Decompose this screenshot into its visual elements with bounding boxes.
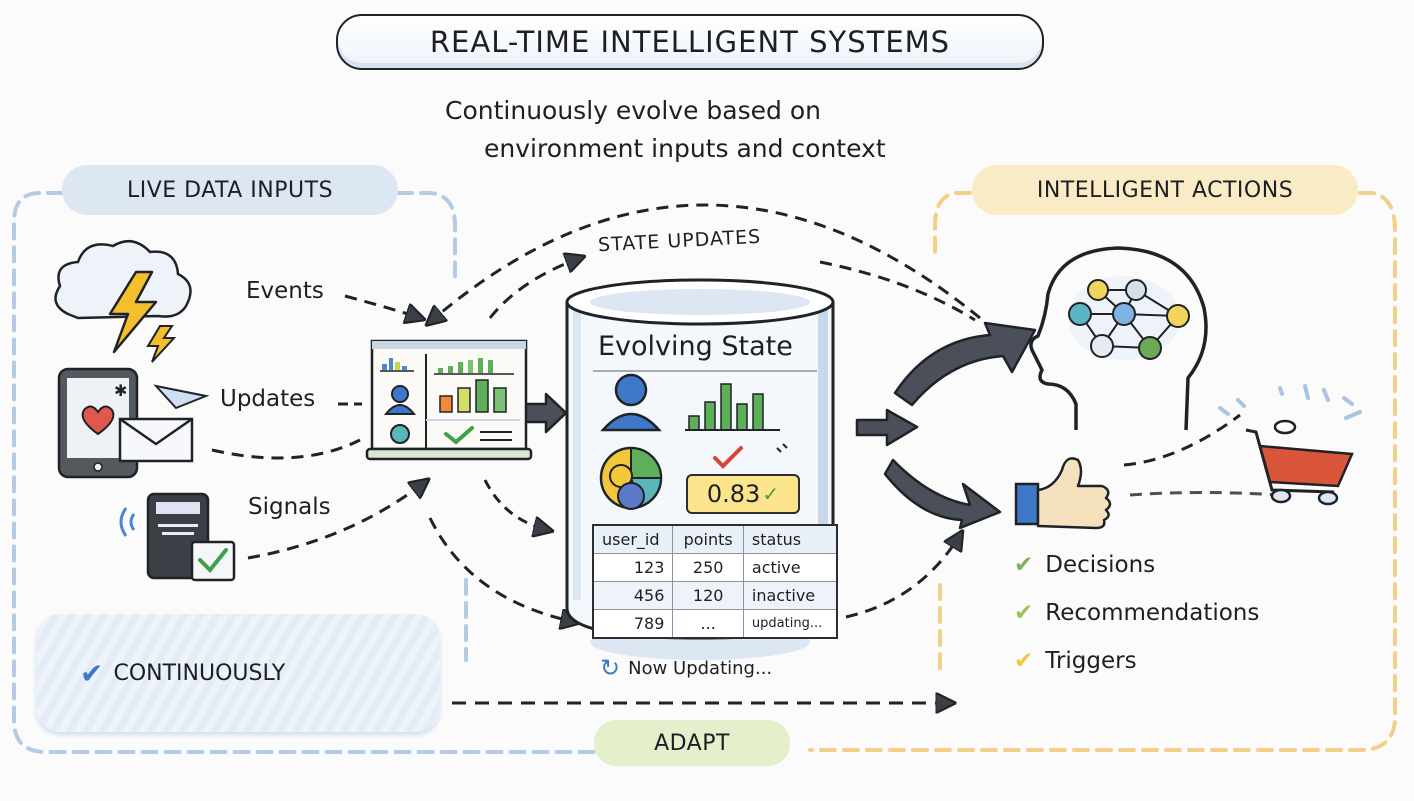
state-updates-right-arc (819, 260, 976, 322)
adapt-label: ADAPT (594, 720, 790, 766)
inputs-frame-right (396, 191, 457, 282)
state-table: user_id points status 123 250 active 456… (592, 524, 838, 639)
events-label: Events (246, 278, 324, 304)
live-data-inputs-label: LIVE DATA INPUTS (62, 165, 398, 215)
now-updating-label: Now Updating... (628, 657, 773, 679)
action-item-recommendations: ✔ Recommendations (1014, 589, 1259, 637)
storm-cloud-lightning-icon (54, 239, 192, 363)
action-label: Decisions (1045, 552, 1156, 578)
updates-label: Updates (220, 386, 316, 412)
actions-frame-right (808, 191, 1397, 752)
check-icon: ✓ (762, 482, 780, 506)
subtitle-line-1: Continuously evolve based on (445, 96, 821, 125)
column-header: points (672, 524, 744, 554)
cell-status: inactive (742, 581, 838, 610)
now-updating-status: ↻ Now Updating... (600, 654, 772, 682)
state-updates-inner-arc (488, 258, 580, 319)
table-row: 456 120 inactive (592, 581, 838, 610)
tablet-mail-icon: ✱ (57, 367, 210, 479)
cell-user-id: 456 (592, 581, 674, 610)
cell-points: 120 (672, 581, 744, 610)
check-icon: ✔ (1014, 552, 1034, 578)
actions-list: ✔ Decisions ✔ Recommendations ✔ Triggers (1014, 541, 1259, 685)
brain-network-head-icon (1029, 246, 1208, 431)
action-item-decisions: ✔ Decisions (1014, 541, 1259, 589)
action-item-triggers: ✔ Triggers (1014, 637, 1259, 685)
column-header: status (742, 524, 838, 554)
action-label: Recommendations (1045, 600, 1260, 626)
action-label: Triggers (1045, 648, 1137, 674)
table-row: 123 250 active (592, 553, 838, 582)
device-signal-icon (119, 492, 236, 582)
dashboard-monitor-icon (365, 339, 533, 461)
subtitle-line-2: environment inputs and context (484, 134, 886, 163)
column-header: user_id (592, 524, 674, 554)
table-header-row: user_id points status (592, 524, 838, 554)
state-updates-outer-arc (430, 203, 981, 322)
dashboard-to-table-arrow (483, 479, 548, 530)
refresh-icon: ↻ (600, 654, 621, 682)
dashboard-to-row-arrow (428, 517, 575, 622)
check-icon: ✔ (80, 656, 104, 690)
events-arrow (344, 294, 420, 318)
continuously-label: CONTINUOUSLY (113, 660, 286, 686)
confidence-score-badge: 0.83 ✓ (686, 474, 800, 514)
score-value: 0.83 (706, 480, 761, 508)
cell-points: ... (672, 609, 744, 639)
cell-status: active (742, 553, 838, 582)
intelligent-actions-label: INTELLIGENT ACTIONS (972, 165, 1358, 215)
page-title: REAL-TIME INTELLIGENT SYSTEMS (336, 14, 1044, 70)
actions-frame (933, 191, 972, 258)
signals-arrow (247, 482, 425, 560)
updates-arrow-2 (211, 438, 361, 460)
cell-user-id: 789 (592, 609, 674, 639)
cell-status: updating... (742, 609, 838, 639)
shopping-cart-icon (1123, 384, 1362, 506)
cell-user-id: 123 (592, 553, 674, 582)
thumbs-up-icon (1014, 457, 1112, 530)
thick-arrow-state-to-actions (855, 321, 1037, 530)
inputs-frame (12, 191, 602, 754)
check-icon: ✔ (1014, 648, 1034, 674)
cell-points: 250 (672, 553, 744, 582)
state-store-title: Evolving State (598, 331, 793, 362)
svg-text:✱: ✱ (114, 381, 127, 400)
continuously-badge: ✔ CONTINUOUSLY (36, 614, 440, 732)
signals-label: Signals (248, 494, 331, 520)
table-row: 789 ... updating... (592, 609, 838, 639)
check-icon: ✔ (1014, 600, 1034, 626)
table-to-actions-arrow (845, 535, 960, 619)
